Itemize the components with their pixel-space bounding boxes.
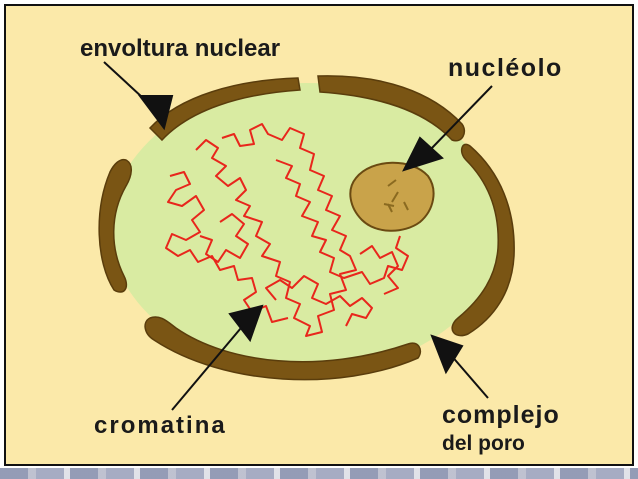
label-envoltura-nuclear: envoltura nuclear <box>80 35 281 62</box>
label-complejo: complejo <box>442 401 560 429</box>
pointer-line-poro <box>449 353 489 399</box>
bottom-strip <box>0 468 638 479</box>
arrowhead-envoltura <box>138 95 174 131</box>
label-cromatina: cromatina <box>94 412 227 439</box>
pointer-line-nucleolo <box>429 85 493 151</box>
chromatin-strand-2 <box>165 171 289 323</box>
envelope-segment-left <box>98 158 132 293</box>
label-del-poro: del poro <box>442 432 525 455</box>
envelope-segment-right <box>451 143 515 337</box>
nucleolus <box>349 161 435 232</box>
pointer-line-cromatina <box>171 321 247 411</box>
envelope-segment-top-left <box>148 77 301 142</box>
nucleolus-body <box>349 161 435 232</box>
envelope-segment-top-right <box>317 75 466 142</box>
chromatin-strand-1 <box>195 123 357 337</box>
nucleoplasm <box>110 83 502 373</box>
chromatin-strand-4 <box>199 213 249 263</box>
arrowhead-poro <box>430 334 464 375</box>
envelope-segment-bottom <box>144 316 422 381</box>
chromatin-strand-5 <box>265 275 373 327</box>
pointers <box>103 61 493 411</box>
chromatin-strand-6 <box>359 245 399 295</box>
nuclear-envelope <box>98 75 515 381</box>
label-nucleolo: nucléolo <box>448 54 563 82</box>
arrowhead-nucleolo <box>402 136 444 172</box>
arrowhead-cromatina <box>228 304 264 343</box>
nucleolus-texture <box>383 179 409 213</box>
chromatin <box>165 123 409 337</box>
